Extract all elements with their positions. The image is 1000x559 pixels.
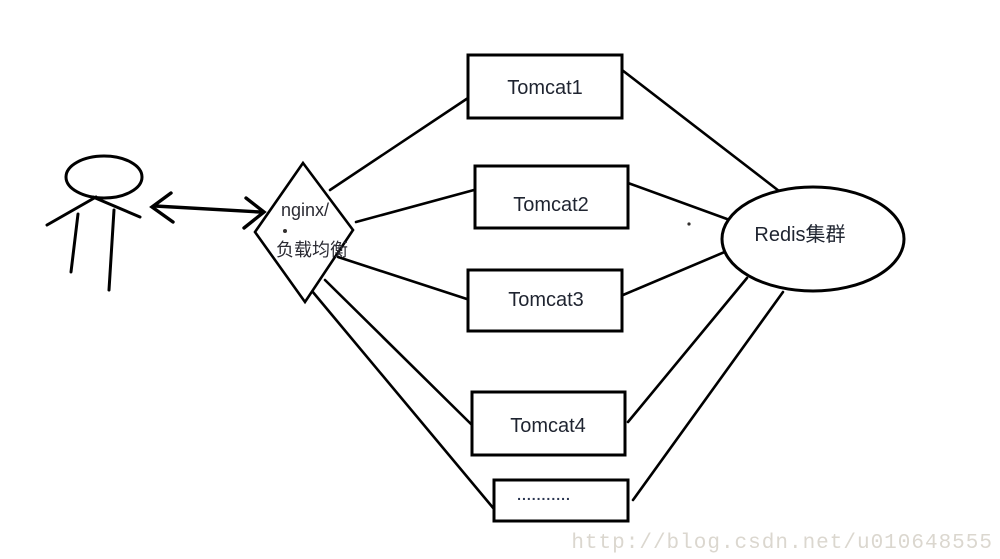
connector-tomcat1-redis <box>620 68 781 193</box>
server-node-tomcat1: Tomcat1 <box>466 53 624 120</box>
server-nodes: Tomcat1 Tomcat2 Tomcat3 Tomcat4 ........… <box>466 53 630 523</box>
connector-lb-dots <box>310 289 496 511</box>
watermark-url: http://blog.csdn.net/u010648555 <box>571 532 993 555</box>
tomcat3-box <box>466 268 624 333</box>
server-node-others: ........... <box>492 478 630 523</box>
server-node-tomcat3: Tomcat3 <box>466 268 624 333</box>
tomcat2-box <box>473 164 630 230</box>
connector-lb-tomcat1 <box>328 96 470 192</box>
connector-lb-tomcat4 <box>323 278 476 429</box>
loadbalancer-label-line1: nginx/ <box>281 200 329 220</box>
redis-ellipse <box>720 185 906 293</box>
stray-dot <box>283 229 287 233</box>
tomcat2-label: Tomcat2 <box>513 194 589 216</box>
loadbalancer-label-line2: 负载均衡 <box>276 240 348 260</box>
loadbalancer-diamond <box>253 160 355 305</box>
stray-dot <box>687 222 691 226</box>
connector-lb-tomcat2 <box>354 188 476 224</box>
tomcat4-box <box>470 390 627 457</box>
connector-dots-redis <box>631 290 785 502</box>
arrowhead-right-icon <box>242 196 267 230</box>
connector-tomcat4-redis <box>626 276 749 424</box>
user-head <box>64 154 144 200</box>
arrow-shaft <box>153 204 262 214</box>
server-node-tomcat2: Tomcat2 <box>473 164 630 230</box>
connector-tomcat3-redis <box>621 249 729 297</box>
arrowhead-left-icon <box>149 191 175 224</box>
tomcat3-label: Tomcat3 <box>508 289 584 311</box>
connector-lb-tomcat3 <box>336 255 475 303</box>
loadbalancer-to-server-connectors <box>310 96 496 511</box>
connector-tomcat2-redis <box>626 181 729 221</box>
user-right-leg <box>107 208 116 292</box>
user-loadbalancer-arrow <box>149 191 267 230</box>
tomcat1-label: Tomcat1 <box>507 77 583 99</box>
redis-label: Redis集群 <box>754 223 845 246</box>
user-right-arm <box>91 195 142 219</box>
server-node-tomcat4: Tomcat4 <box>470 390 627 457</box>
redis-cluster-node: Redis集群 <box>687 185 906 293</box>
tomcat4-label: Tomcat4 <box>510 415 586 437</box>
loadbalancer-node: nginx/ 负载均衡 <box>253 160 355 305</box>
dots-box <box>492 478 630 523</box>
dots-label: ........... <box>517 487 571 503</box>
user-left-leg <box>69 212 80 274</box>
tomcat1-box <box>466 53 624 120</box>
server-to-redis-connectors <box>620 68 785 502</box>
user-stick-figure <box>45 154 144 292</box>
user-left-arm <box>45 195 98 227</box>
